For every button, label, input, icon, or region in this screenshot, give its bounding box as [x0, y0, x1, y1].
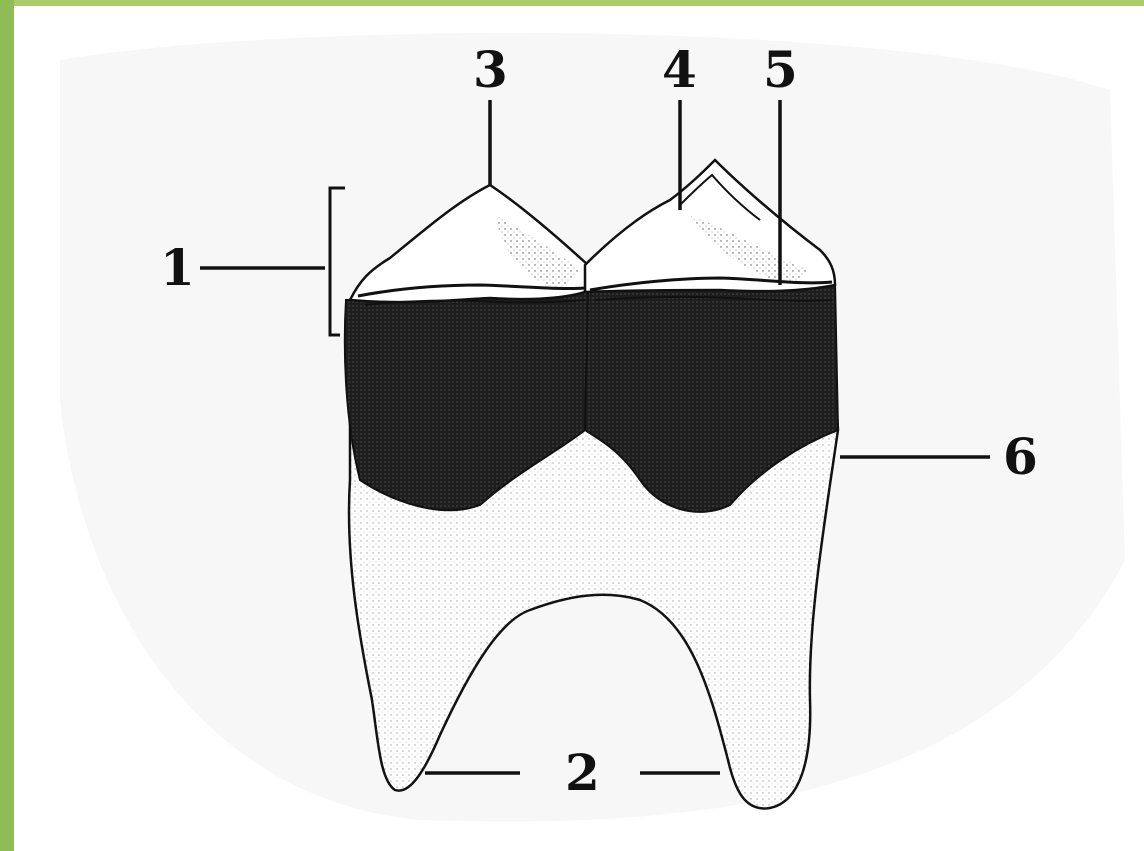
label-1: 1: [160, 243, 195, 293]
label-2: 2: [565, 748, 600, 798]
label-5: 5: [763, 45, 798, 95]
label-3: 3: [473, 45, 508, 95]
label-6: 6: [1003, 432, 1038, 482]
label-4: 4: [662, 45, 697, 95]
